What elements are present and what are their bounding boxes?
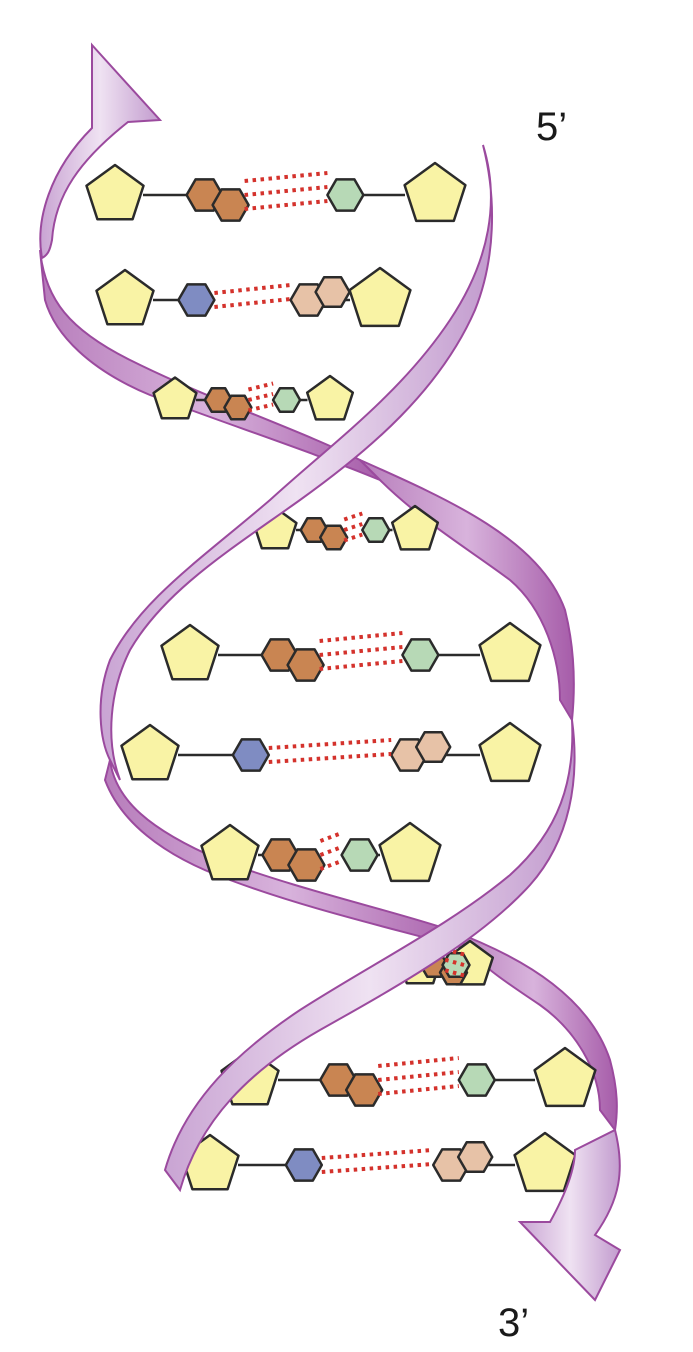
hydrogen-bond bbox=[319, 859, 343, 871]
hydrogen-bond bbox=[244, 199, 328, 211]
sugar-pentagon bbox=[152, 376, 198, 420]
sugar-pentagon bbox=[378, 821, 442, 883]
nitrogenous-base bbox=[456, 1141, 494, 1173]
nitrogenous-base bbox=[231, 738, 271, 772]
hydrogen-bond bbox=[319, 831, 343, 843]
nitrogenous-base bbox=[211, 188, 250, 222]
hydrogen-bond bbox=[247, 381, 274, 392]
nitrogenous-base bbox=[401, 638, 440, 672]
back-strand-segment bbox=[359, 459, 575, 724]
front-strand-segment bbox=[163, 719, 576, 1193]
hydrogen-bond bbox=[319, 659, 403, 671]
base-pair-row bbox=[160, 621, 542, 683]
hydrogen-bond bbox=[343, 522, 363, 532]
nitrogenous-base bbox=[284, 1148, 324, 1182]
sugar-pentagon bbox=[513, 1131, 577, 1193]
base-pair-row bbox=[95, 266, 412, 328]
hydrogen-bond bbox=[244, 185, 328, 197]
sugar-pentagon bbox=[160, 623, 220, 681]
hydrogen-bond bbox=[343, 511, 363, 522]
hydrogen-bond bbox=[441, 957, 465, 967]
hydrogen-bond bbox=[343, 532, 363, 543]
hydrogen-bond bbox=[214, 283, 291, 295]
sugar-pentagon bbox=[533, 1046, 597, 1108]
nitrogenous-base bbox=[318, 524, 349, 551]
sugar-pentagon bbox=[305, 374, 355, 421]
nitrogenous-base bbox=[361, 517, 391, 543]
hydrogen-bond bbox=[321, 1162, 434, 1174]
hydrogen-bond bbox=[214, 297, 291, 309]
nitrogenous-base bbox=[340, 838, 379, 872]
nitrogenous-base bbox=[344, 1073, 384, 1107]
hydrogen-bond bbox=[268, 738, 392, 750]
nitrogenous-base bbox=[177, 283, 216, 317]
nitrogenous-base bbox=[286, 648, 325, 682]
front-strand-segment bbox=[517, 1128, 622, 1302]
sugar-pentagon bbox=[478, 621, 542, 683]
sugar-pentagon bbox=[348, 266, 412, 328]
base-pair-row bbox=[180, 1131, 577, 1193]
base-pairs bbox=[85, 161, 597, 1193]
nitrogenous-base bbox=[414, 731, 452, 763]
helix-strand-front bbox=[39, 42, 622, 1302]
hydrogen-bond bbox=[319, 631, 403, 643]
sugar-pentagon bbox=[120, 723, 180, 781]
sugar-pentagon bbox=[478, 721, 542, 783]
hydrogen-bond bbox=[319, 845, 343, 857]
nitrogenous-base bbox=[271, 387, 302, 413]
hydrogen-bond bbox=[319, 645, 403, 657]
nitrogenous-base bbox=[326, 178, 365, 212]
five-prime-label: 5’ bbox=[536, 105, 567, 149]
base-pair-row bbox=[200, 821, 442, 883]
base-pair-row bbox=[120, 721, 542, 783]
hydrogen-bond bbox=[441, 967, 465, 978]
nitrogenous-base bbox=[287, 848, 326, 882]
sugar-pentagon bbox=[390, 504, 440, 551]
base-pair-row bbox=[152, 374, 355, 421]
hydrogen-bond bbox=[244, 171, 328, 183]
three-prime-label: 3’ bbox=[498, 1301, 529, 1345]
hydrogen-bond bbox=[378, 1084, 459, 1096]
sugar-pentagon bbox=[95, 268, 155, 326]
hydrogen-bond bbox=[378, 1070, 459, 1082]
sugar-pentagon bbox=[403, 161, 467, 223]
base-pair-row bbox=[252, 504, 440, 551]
sugar-pentagon bbox=[85, 163, 145, 221]
front-strand-segment bbox=[39, 42, 163, 260]
hydrogen-bond bbox=[321, 1148, 434, 1160]
hydrogen-bond bbox=[247, 392, 274, 402]
sugar-pentagon bbox=[200, 823, 260, 881]
hydrogen-bond bbox=[268, 752, 392, 764]
nitrogenous-base bbox=[457, 1063, 497, 1097]
nitrogenous-base bbox=[223, 394, 253, 421]
nitrogenous-base bbox=[314, 276, 351, 308]
base-pair-row bbox=[85, 161, 467, 223]
hydrogen-bond bbox=[378, 1056, 459, 1068]
front-strand-segment bbox=[99, 144, 494, 781]
